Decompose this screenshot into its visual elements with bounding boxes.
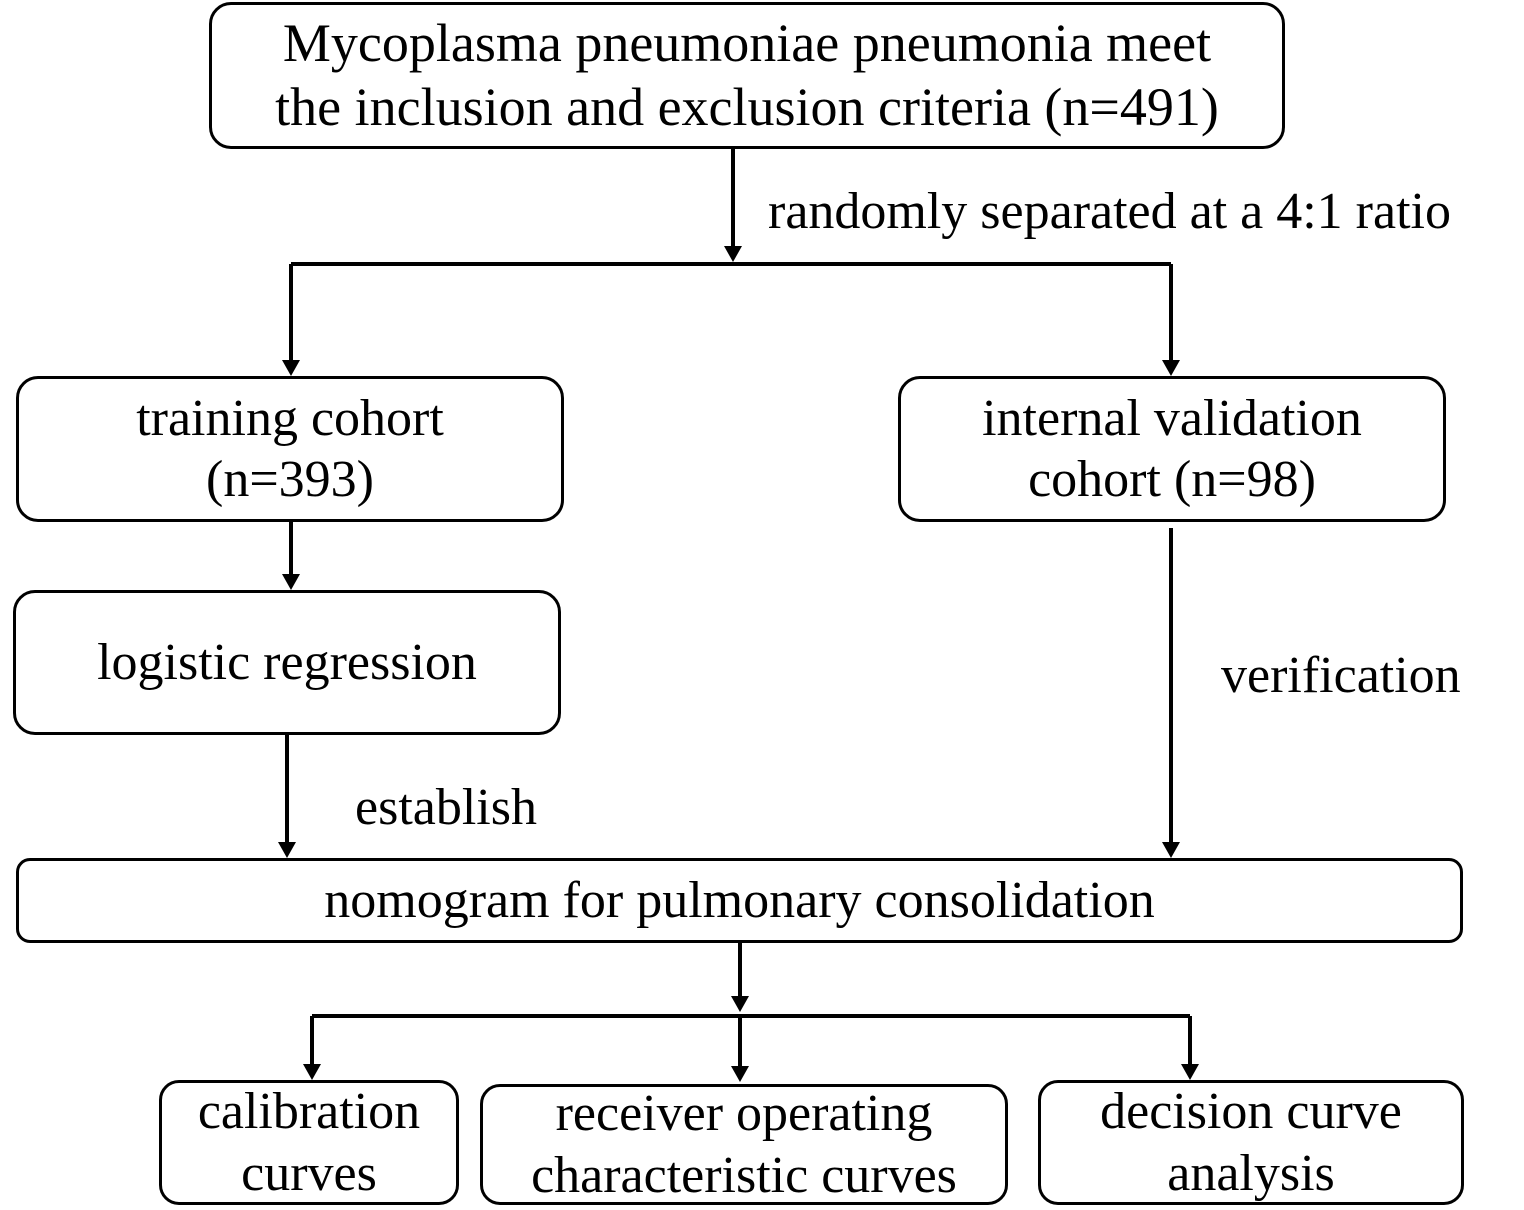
- logistic-regression-label: logistic regression: [97, 633, 477, 691]
- training-cohort-box: training cohort (n=393): [16, 376, 564, 522]
- arrowhead-calibration: [303, 1064, 321, 1080]
- arrowhead-top-split: [724, 246, 742, 262]
- validation-cohort-line2: cohort (n=98): [1028, 451, 1316, 508]
- calibration-curves-line1: calibration: [197, 1083, 421, 1141]
- roc-curves-line1: receiver operating: [555, 1085, 933, 1143]
- calibration-curves-line2: curves: [241, 1144, 377, 1202]
- decision-curve-line1: decision curve: [1100, 1083, 1402, 1141]
- calibration-curves-box: calibration curves: [159, 1080, 459, 1205]
- decision-curve-line2: analysis: [1167, 1144, 1335, 1202]
- inclusion-criteria-box: Mycoplasma pneumoniae pneumonia meet the…: [209, 2, 1285, 149]
- arrowhead-logistic: [282, 574, 300, 590]
- arrowhead-roc: [731, 1066, 749, 1082]
- decision-curve-analysis-box: decision curve analysis: [1038, 1080, 1464, 1205]
- arrowhead-training: [282, 360, 300, 376]
- arrowhead-dca: [1181, 1064, 1199, 1080]
- arrowhead-bottom-split: [731, 996, 749, 1012]
- inclusion-criteria-line1: Mycoplasma pneumoniae pneumonia meet: [282, 12, 1212, 73]
- validation-cohort-box: internal validation cohort (n=98): [898, 376, 1446, 522]
- random-split-label: randomly separated at a 4:1 ratio: [768, 183, 1451, 240]
- training-cohort-line1: training cohort: [136, 389, 444, 447]
- validation-cohort-line1: internal validation: [982, 389, 1362, 447]
- roc-curves-box: receiver operating characteristic curves: [480, 1084, 1008, 1205]
- arrowhead-nomogram-right: [1162, 842, 1180, 858]
- inclusion-criteria-line2: the inclusion and exclusion criteria (n=…: [275, 76, 1219, 137]
- roc-curves-line2: characteristic curves: [531, 1146, 957, 1204]
- verification-label: verification: [1221, 647, 1461, 704]
- establish-label: establish: [355, 779, 537, 836]
- training-cohort-line2: (n=393): [206, 451, 374, 508]
- logistic-regression-box: logistic regression: [13, 590, 561, 735]
- arrowhead-nomogram-left: [278, 842, 296, 858]
- nomogram-label: nomogram for pulmonary consolidation: [324, 871, 1155, 929]
- arrowhead-validation: [1162, 360, 1180, 376]
- nomogram-box: nomogram for pulmonary consolidation: [16, 858, 1463, 943]
